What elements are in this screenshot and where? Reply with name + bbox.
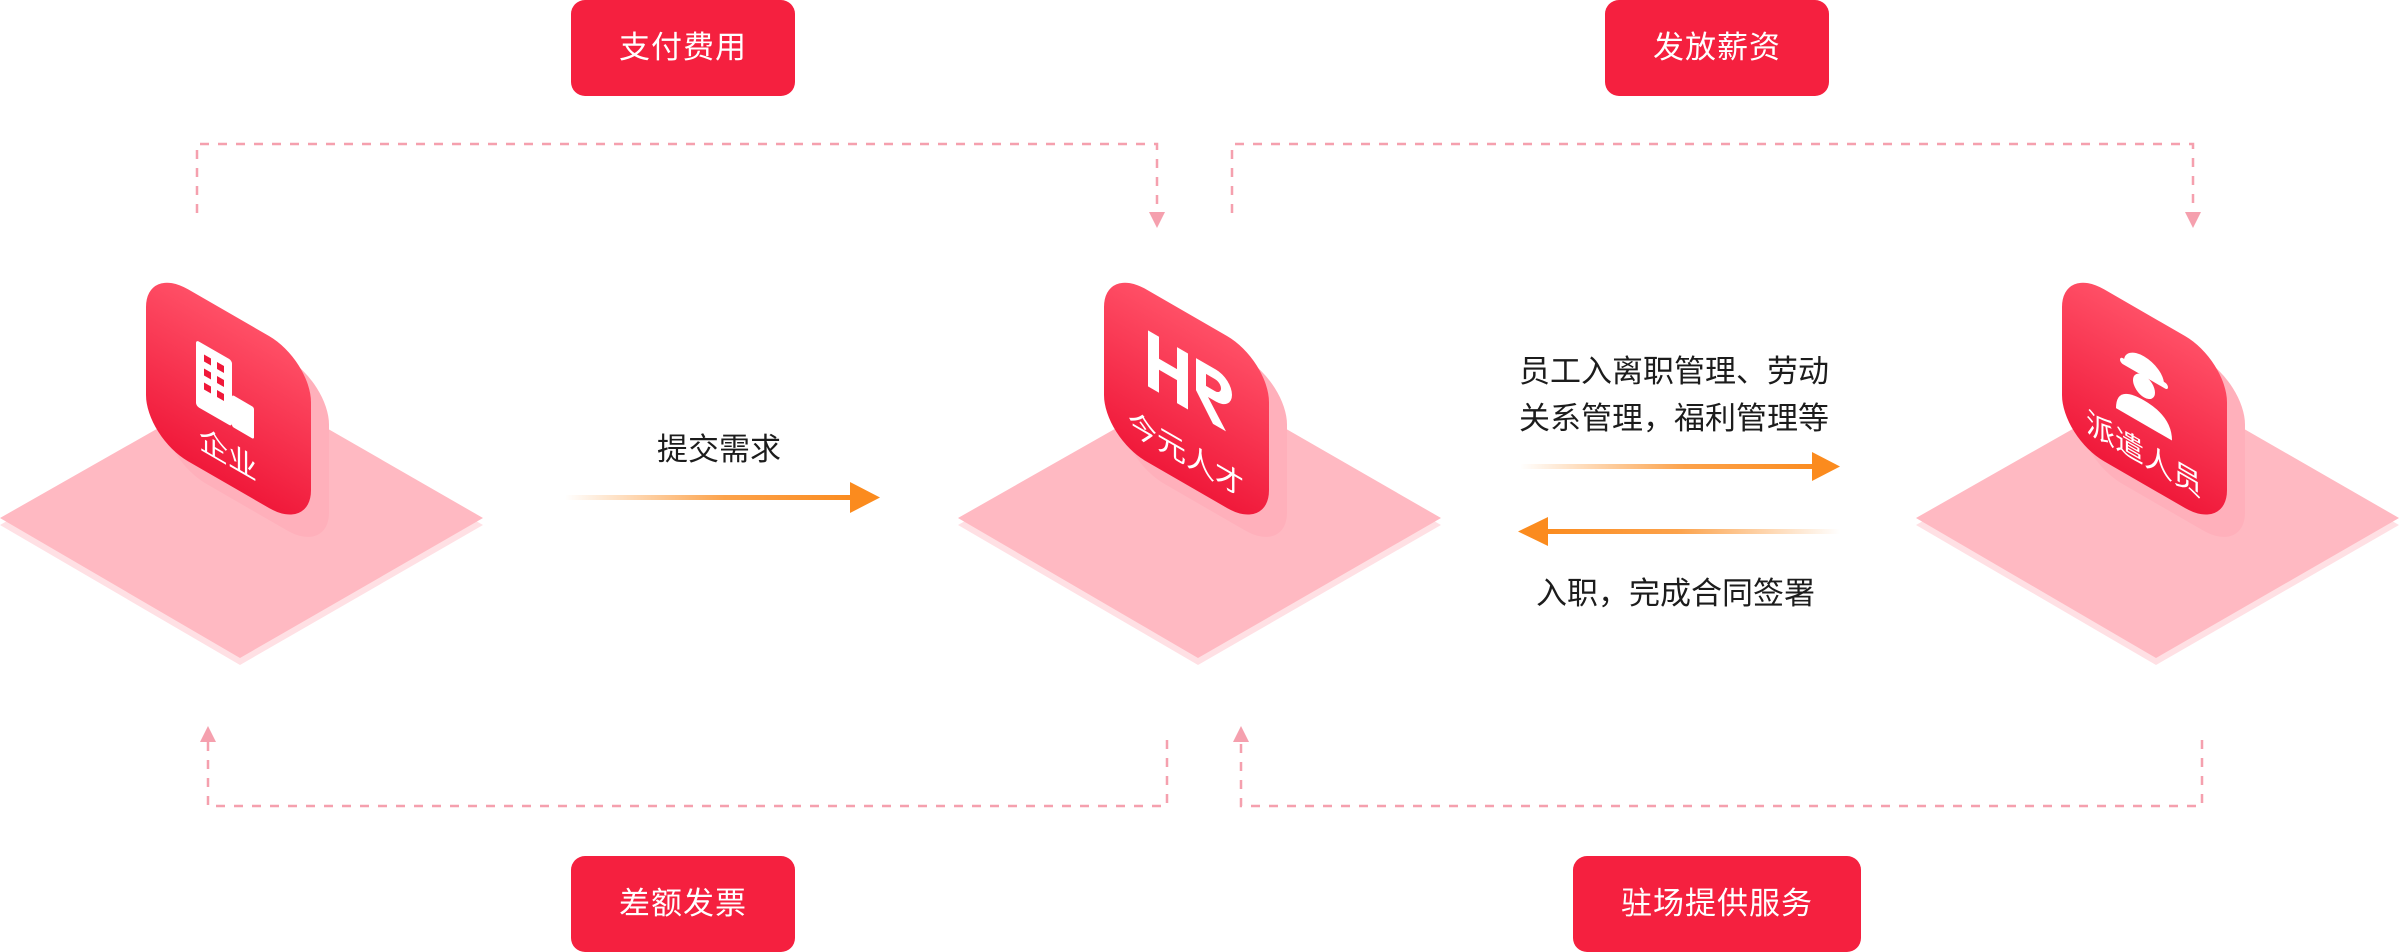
top-connectors	[195, 142, 2195, 213]
onsite-service-connector	[1239, 740, 2204, 808]
bottom-connectors	[206, 740, 2204, 808]
pay-salary-badge: 发放薪资	[1605, 0, 1829, 96]
pay-fee-badge: 支付费用	[571, 0, 795, 96]
worker-icon	[2116, 352, 2172, 441]
pay-fee-connector	[195, 142, 1159, 213]
building-icon	[196, 341, 254, 439]
management-label-line2: 关系管理，福利管理等	[1519, 401, 1829, 437]
node-staff: 派遣人员	[1916, 282, 2399, 665]
pay-salary-arrowhead	[2185, 212, 2201, 228]
node-enterprise: 企业	[0, 282, 483, 665]
submit-request-arrow	[565, 482, 880, 513]
management-label-line1: 员工入离职管理、劳动	[1519, 354, 1829, 390]
management-arrow	[1520, 452, 1840, 481]
invoice-arrowhead	[200, 726, 216, 742]
hr-logo-icon	[1148, 330, 1232, 432]
pay-salary-connector	[1230, 142, 2195, 213]
submit-request-label: 提交需求	[657, 432, 781, 468]
onboarding-label: 入职，完成合同签署	[1536, 576, 1815, 612]
onboarding-arrow	[1518, 517, 1840, 546]
pay-fee-arrowhead	[1149, 212, 1165, 228]
invoice-badge: 差额发票	[571, 856, 795, 952]
onsite-service-arrowhead	[1233, 726, 1249, 742]
node-agency: 今元人才	[958, 282, 1441, 665]
onsite-service-badge: 驻场提供服务	[1573, 856, 1861, 952]
invoice-connector	[206, 740, 1169, 808]
